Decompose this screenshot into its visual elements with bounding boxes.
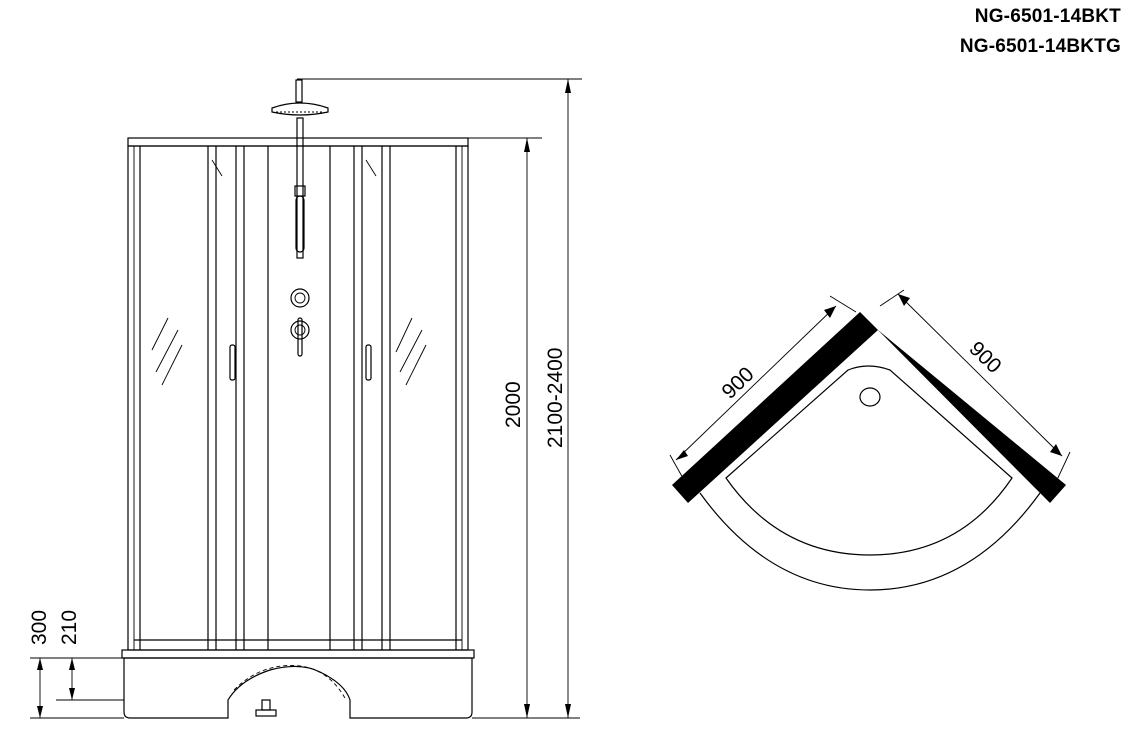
door-handle-left bbox=[229, 344, 236, 381]
cabin-roof bbox=[127, 137, 469, 147]
tray-inner-height-label: 210 bbox=[58, 610, 81, 645]
glass-reflections bbox=[151, 159, 427, 386]
tray-outer-edge bbox=[699, 492, 1041, 591]
left-side-dimension bbox=[669, 295, 857, 481]
hand-shower bbox=[295, 195, 305, 253]
mixer-controls bbox=[290, 288, 310, 357]
drain-icon bbox=[859, 387, 881, 407]
front-view: 300 210 2000 2100-2400 bbox=[28, 78, 582, 719]
left-side-label: 900 bbox=[717, 363, 758, 404]
glass-panels bbox=[134, 146, 462, 650]
model-name-2: NG-6501-14BKTG bbox=[959, 36, 1121, 57]
tray-height-label: 300 bbox=[28, 610, 51, 645]
tray-inner-edge bbox=[725, 365, 1013, 556]
right-side-label: 900 bbox=[965, 337, 1006, 378]
shower-pipe bbox=[296, 117, 304, 259]
shower-tray bbox=[121, 649, 475, 719]
cabin-frame bbox=[127, 145, 469, 651]
cabin-height-dimension bbox=[472, 138, 580, 719]
cabin-inner-frame bbox=[133, 145, 463, 651]
top-view: 900 900 bbox=[669, 289, 1071, 591]
cabin-height-label: 2000 bbox=[502, 381, 525, 428]
total-height-dimension bbox=[565, 79, 571, 718]
right-side-dimension bbox=[879, 289, 1071, 483]
wall-profile-left bbox=[672, 312, 878, 503]
door-handle-right bbox=[365, 344, 372, 381]
model-name-1: NG-6501-14BKT bbox=[974, 6, 1121, 27]
wall-profile-right bbox=[860, 312, 1066, 503]
total-height-label: 2100-2400 bbox=[544, 348, 567, 448]
tray-dimension-lines bbox=[30, 657, 124, 719]
rain-shower-head bbox=[271, 79, 329, 116]
